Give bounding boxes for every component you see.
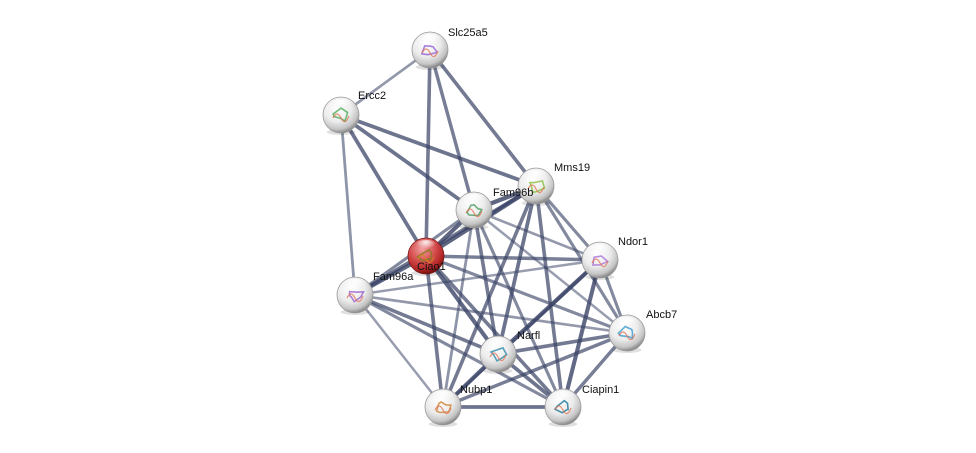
edge-slc25a5-mms19[interactable] <box>428 48 538 188</box>
protein-structure-icon <box>420 45 439 58</box>
node-ciao1[interactable]: Ciao1 <box>407 237 446 276</box>
node-label: Mms19 <box>554 162 590 174</box>
node-ndor1[interactable]: Ndor1 <box>581 236 648 280</box>
edge-mms19-narfl[interactable] <box>496 184 538 356</box>
edge-ndor1-ciapin1[interactable] <box>560 257 603 410</box>
node-label: Abcb7 <box>646 309 677 321</box>
node-gloss <box>419 33 441 47</box>
edge-abcb7-narfl[interactable] <box>496 331 629 356</box>
edge-ciao1-nubp1[interactable] <box>424 254 445 409</box>
node-mms19[interactable]: Mms19 <box>517 162 590 206</box>
edge-slc25a5-fam96b[interactable] <box>428 48 476 212</box>
node-gloss <box>432 390 454 404</box>
protein-structure-icon <box>332 107 350 123</box>
edge-mms19-ciapin1[interactable] <box>534 184 565 409</box>
node-gloss <box>330 98 352 112</box>
node-narfl[interactable]: Narfl <box>479 330 540 374</box>
edge-ciao1-abcb7[interactable] <box>424 254 629 335</box>
node-label: Fam96a <box>373 271 414 283</box>
node-ercc2[interactable]: Ercc2 <box>322 90 386 135</box>
node-gloss <box>487 337 509 351</box>
node-slc25a5[interactable]: Slc25a5 <box>411 27 488 70</box>
node-gloss <box>552 390 574 404</box>
edge-ercc2-ciao1[interactable] <box>339 113 428 258</box>
node-ciapin1[interactable]: Ciapin1 <box>544 384 619 427</box>
protein-structure-icon <box>434 400 453 415</box>
node-label: Fam96b <box>493 187 533 199</box>
edge-abcb7-nubp1[interactable] <box>441 331 629 409</box>
edge-ercc2-mms19[interactable] <box>339 113 538 188</box>
edge-slc25a5-ciao1[interactable] <box>424 48 432 258</box>
node-fam96a[interactable]: Fam96a <box>336 271 414 315</box>
edge-ciao1-narfl[interactable] <box>423 253 501 357</box>
node-gloss <box>415 239 437 253</box>
node-gloss <box>344 278 366 292</box>
node-label: Ciapin1 <box>582 384 619 396</box>
protein-structure-icon <box>617 325 636 341</box>
node-label: Ciao1 <box>417 261 446 273</box>
node-label: Narfl <box>517 330 540 342</box>
node-gloss <box>525 169 547 183</box>
edge-fam96b-ndor1[interactable] <box>472 208 602 262</box>
edge-ercc2-fam96b[interactable] <box>339 113 476 212</box>
edge-ciao1-ndor1[interactable] <box>424 254 602 262</box>
node-abcb7[interactable]: Abcb7 <box>608 309 677 353</box>
node-fam96b[interactable]: Fam96b <box>455 187 533 230</box>
edge-ercc2-fam96a[interactable] <box>339 113 357 297</box>
edge-fam96a-narfl[interactable] <box>353 293 500 356</box>
node-nubp1[interactable]: Nubp1 <box>424 384 492 427</box>
edge-fam96b-abcb7[interactable] <box>472 208 629 335</box>
node-gloss <box>616 316 638 330</box>
edge-fam96a-ndor1[interactable] <box>353 258 602 297</box>
node-label: Nubp1 <box>460 384 492 396</box>
protein-structure-icon <box>346 290 365 303</box>
node-label: Slc25a5 <box>448 27 488 39</box>
edge-fam96a-nubp1[interactable] <box>353 293 445 409</box>
edge-fam96a-ciapin1[interactable] <box>353 293 565 409</box>
node-gloss <box>589 243 611 257</box>
node-label: Ndor1 <box>618 236 648 248</box>
node-label: Ercc2 <box>358 90 386 102</box>
edge-fam96b-ciapin1[interactable] <box>472 208 565 409</box>
node-gloss <box>463 193 485 207</box>
